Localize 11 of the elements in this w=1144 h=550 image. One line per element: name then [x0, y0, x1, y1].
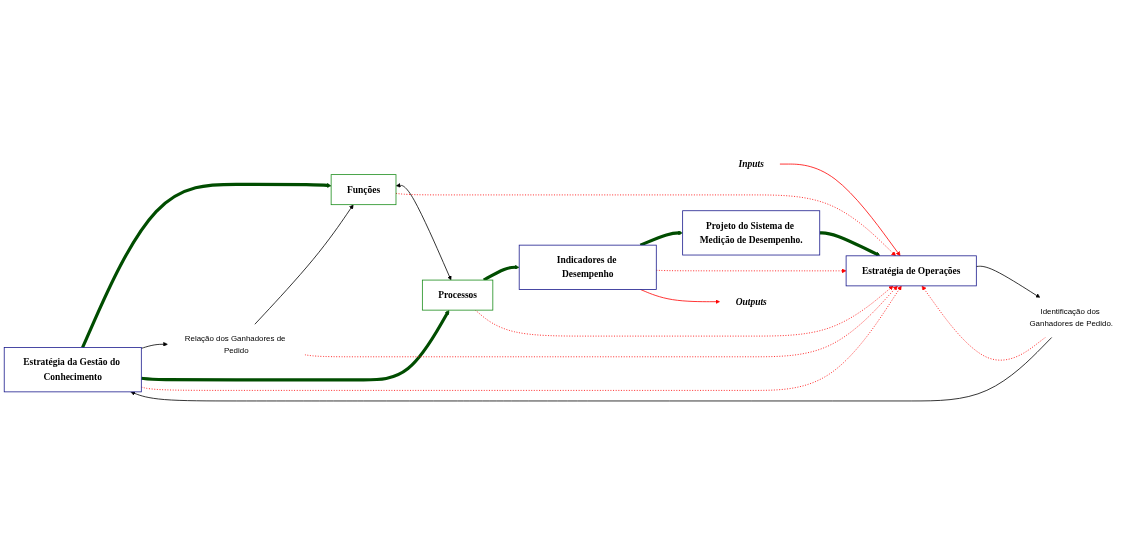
- node-box: Projeto do Sistema de Medição de Desempenho.: [682, 210, 821, 256]
- node-box: Indicadores de Desempenho: [518, 244, 657, 290]
- node-text: Inputs: [738, 158, 764, 170]
- node-box: Funções: [330, 174, 397, 206]
- arrow: [819, 231, 881, 257]
- node-text: Outputs: [735, 296, 767, 307]
- node-box: Estratégia de Operações: [845, 255, 977, 287]
- node-box: Estratégia da Gestão do Conhecimento: [3, 347, 142, 393]
- arrow: [639, 230, 683, 247]
- arrow: [482, 264, 520, 282]
- node-box: Processos: [421, 279, 494, 311]
